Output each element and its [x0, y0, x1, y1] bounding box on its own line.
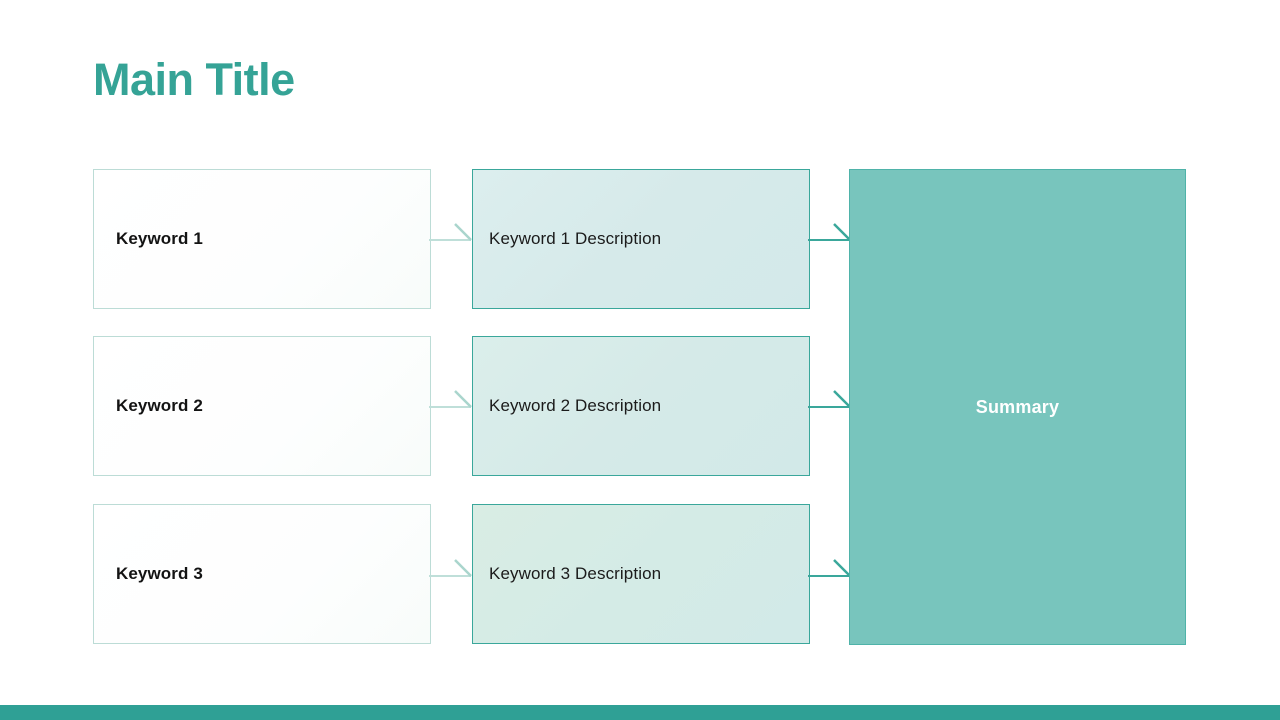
- keyword-box-1[interactable]: Keyword 1: [93, 169, 431, 309]
- keyword-label-1: Keyword 1: [116, 229, 203, 248]
- summary-label: Summary: [975, 396, 1060, 417]
- connector-description1-to-summary: [808, 222, 852, 263]
- description-box-1[interactable]: Keyword 1 Description: [472, 169, 810, 309]
- connector-keyword2-to-description2: [429, 389, 473, 430]
- connector-description3-to-summary: [808, 558, 852, 599]
- description-label-2: Keyword 2 Description: [489, 396, 662, 415]
- keyword-box-2[interactable]: Keyword 2: [93, 336, 431, 476]
- keyword-label-2: Keyword 2: [116, 396, 203, 415]
- description-box-2[interactable]: Keyword 2 Description: [472, 336, 810, 476]
- description-label-3: Keyword 3 Description: [489, 564, 662, 583]
- connector-keyword1-to-description1: [429, 222, 473, 263]
- keyword-box-3[interactable]: Keyword 3: [93, 504, 431, 644]
- page-title: Main Title: [93, 54, 295, 105]
- footer-accent-bar: [0, 705, 1280, 720]
- connector-description2-to-summary: [808, 389, 852, 430]
- connector-keyword3-to-description3: [429, 558, 473, 599]
- summary-box[interactable]: Summary: [849, 169, 1186, 645]
- description-label-1: Keyword 1 Description: [489, 229, 662, 248]
- description-box-3[interactable]: Keyword 3 Description: [472, 504, 810, 644]
- keyword-label-3: Keyword 3: [116, 564, 203, 583]
